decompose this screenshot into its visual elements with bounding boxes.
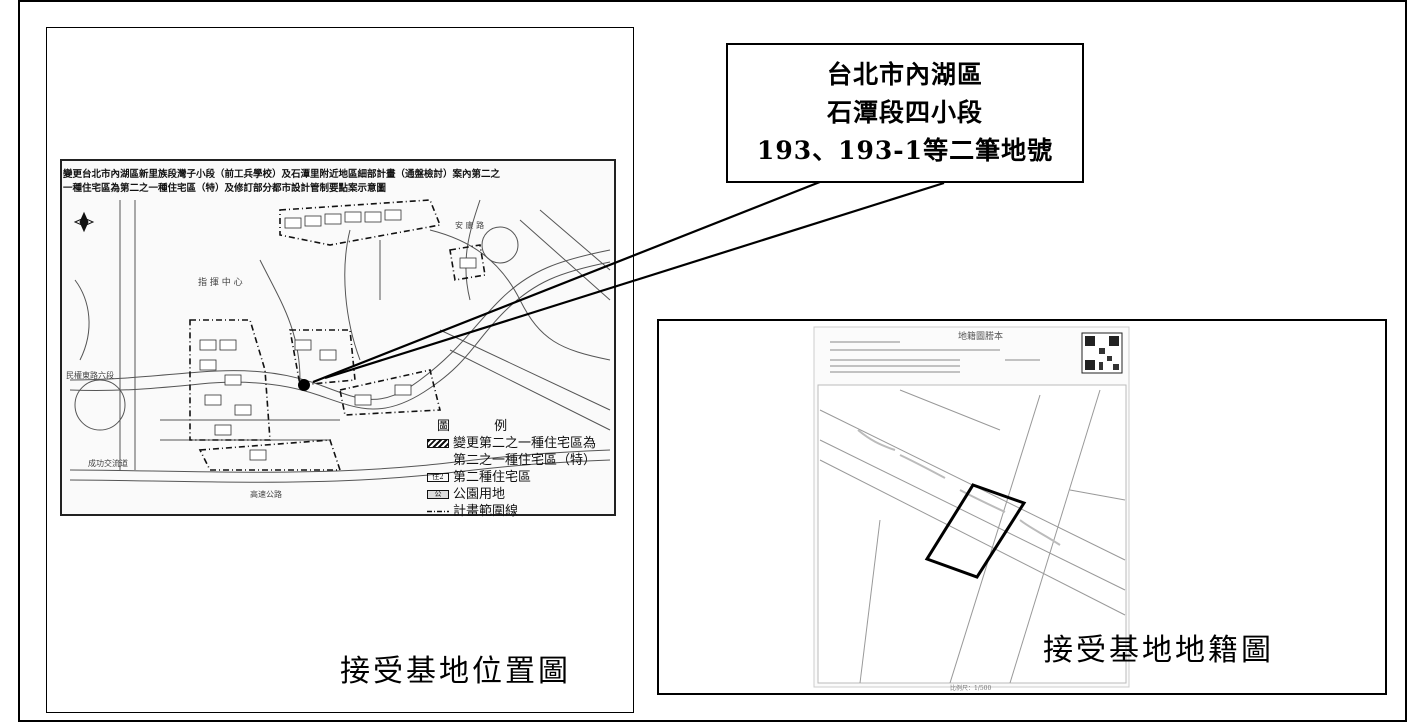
cadastral-map-caption: 接受基地地籍圖: [1043, 633, 1274, 668]
legend-label: 變更第二之一種住宅區為: [453, 436, 597, 451]
figure-frame: [18, 0, 1407, 722]
legend-item-park: 公 公園用地: [427, 486, 596, 503]
callout-line-district: 台北市內湖區: [826, 60, 983, 89]
legend-item-continued: 第二之一種住宅區（特）: [427, 452, 596, 469]
cadastral-map-sheet: [813, 326, 1130, 688]
legend-item-boundary: 計畫範圍線: [427, 503, 596, 520]
map-label-road-ne: 安 康 路: [455, 221, 485, 230]
legend-item-residential: 住2 第二種住宅區: [427, 469, 596, 486]
cadastral-doc-header: 地籍圖謄本: [958, 332, 1004, 342]
callout-leader: [312, 176, 945, 384]
legend-label: 第二之一種住宅區（特）: [453, 453, 597, 468]
legend-label: 公園用地: [453, 487, 506, 502]
site-parcel-outline: [924, 483, 1027, 579]
legend-title: 圖 例: [437, 419, 528, 434]
cadastral-doc-scale: 比例尺：1/500: [950, 685, 992, 692]
residential-swatch-icon: 住2: [427, 473, 449, 482]
map-label-road-west: 民權東路六段: [66, 371, 114, 380]
site-marker: [298, 379, 310, 391]
park-swatch-icon: 公: [427, 490, 449, 499]
map-label-road-sw: 成功交流道: [88, 459, 128, 468]
location-map-caption: 接受基地位置圖: [340, 654, 571, 689]
legend-label: 計畫範圍線: [453, 504, 519, 519]
map-label-center: 指 揮 中 心: [198, 278, 243, 288]
legend-item-hatch: 變更第二之一種住宅區為: [427, 435, 596, 452]
map-title-line-1: 變更台北市內湖區新里族段灣子小段（前工兵學校）及石潭里附近地區細部計畫（通盤檢討…: [63, 169, 501, 180]
callout-line-lots: 193、193-1等二筆地號: [756, 136, 1054, 165]
legend-label: 第二種住宅區: [453, 470, 532, 485]
map-label-road-s: 高速公路: [250, 490, 282, 499]
hatch-swatch-icon: [427, 439, 449, 448]
cadastral-map-panel: [657, 319, 1387, 695]
location-map-sheet: [60, 159, 616, 516]
qr-code-icon: [1081, 332, 1123, 374]
map-title-line-2: 一種住宅區為第二之一種住宅區（特）及修訂部分都市設計管制要點案示意圖: [63, 183, 387, 194]
site-callout-box: 台北市內湖區 石潭段四小段 193、193-1等二筆地號: [726, 43, 1084, 183]
north-arrow-icon: [73, 211, 95, 233]
dash-dot-line-icon: [427, 510, 449, 513]
callout-line-section: 石潭段四小段: [826, 98, 983, 127]
map-legend: 圖 例 變更第二之一種住宅區為 第二之一種住宅區（特） 住2 第二種住宅區 公 …: [427, 418, 596, 520]
